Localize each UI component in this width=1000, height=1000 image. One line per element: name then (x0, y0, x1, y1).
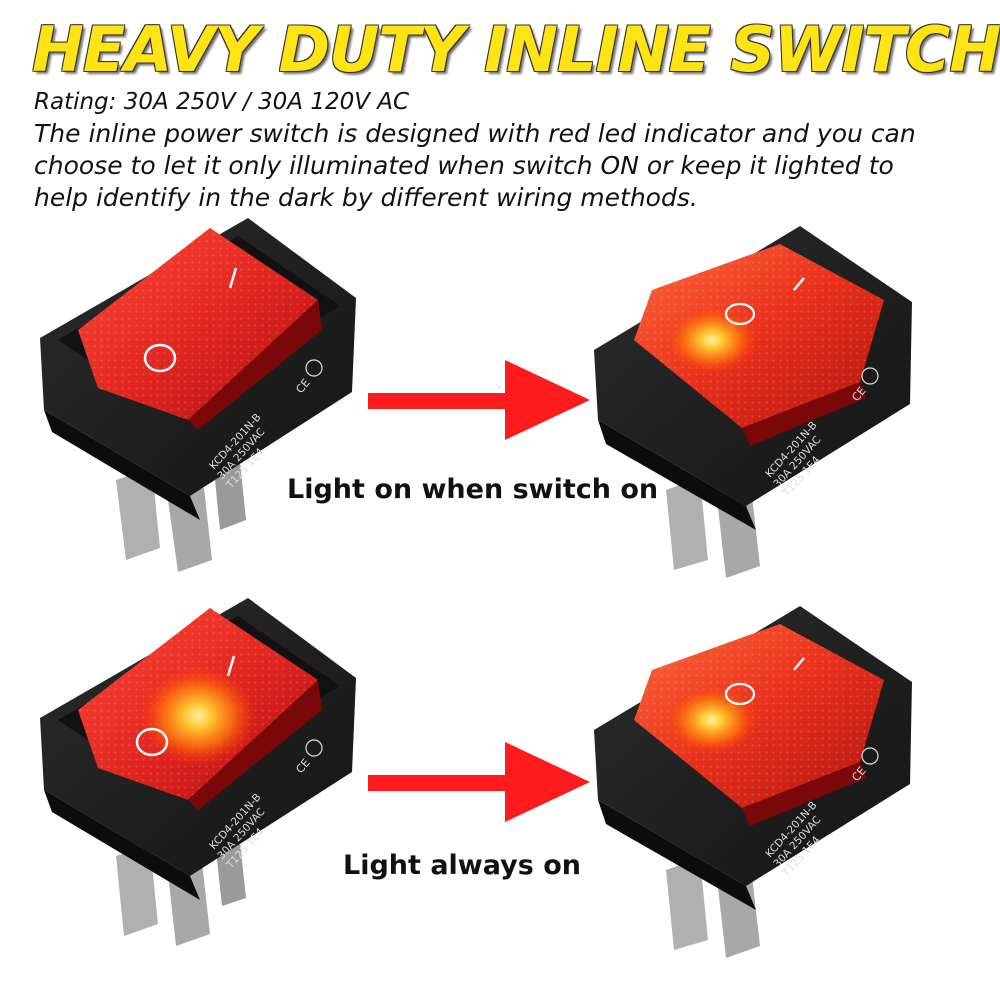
description: Rating: 30A 250V / 30A 120V AC The inlin… (34, 86, 984, 214)
on-symbol (228, 267, 238, 289)
off-symbol (724, 302, 756, 326)
caption-light-on-with-switch: Light on when switch on (287, 474, 658, 505)
headline: HEAVY DUTY INLINE SWITCH (32, 13, 1000, 86)
terminal (666, 478, 708, 570)
off-symbol (724, 682, 756, 706)
switch-body-side (44, 790, 200, 900)
description-line-3: help identify in the dark by different w… (34, 183, 698, 212)
ce-mark (305, 359, 323, 377)
led-glow (666, 686, 758, 754)
description-line-1: The inline power switch is designed with… (34, 119, 916, 148)
on-symbol (226, 655, 236, 677)
terminal (214, 462, 246, 530)
switch-off-unlit: CE KCD4-201N-B 30A 250VAC T125 1E4 (40, 218, 356, 572)
terminal (666, 858, 708, 950)
off-symbol (135, 727, 169, 757)
ce-mark (861, 747, 879, 765)
switch-on-lit: CE KCD4-201N-B 30A 250VAC T125 1E4 (594, 226, 912, 578)
switch-on-lit-always: CE KCD4-201N-B 30A 250VAC T125 1E4 (594, 606, 912, 958)
switch-body-side (598, 800, 756, 910)
arrow-icon (368, 360, 590, 440)
led-glow (666, 306, 758, 374)
switch-off-lit: CE KCD4-201N-B 30A 250VAC T125 1E4 (40, 598, 356, 946)
rating-text: Rating: 30A 250V / 30A 120V AC (34, 89, 410, 115)
arrow-icon (368, 742, 590, 822)
switch-body-side (44, 410, 200, 520)
terminal (116, 468, 160, 560)
on-symbol (793, 277, 805, 291)
switch-body-side (598, 420, 756, 530)
ce-mark (861, 367, 879, 385)
off-symbol (143, 343, 177, 373)
caption-light-always-on: Light always on (343, 850, 581, 881)
led-glow (140, 666, 256, 766)
description-line-2: choose to let it only illuminated when s… (34, 151, 894, 180)
terminal (168, 488, 212, 572)
on-symbol (793, 657, 805, 671)
ce-mark (305, 739, 323, 757)
terminal (216, 842, 246, 906)
